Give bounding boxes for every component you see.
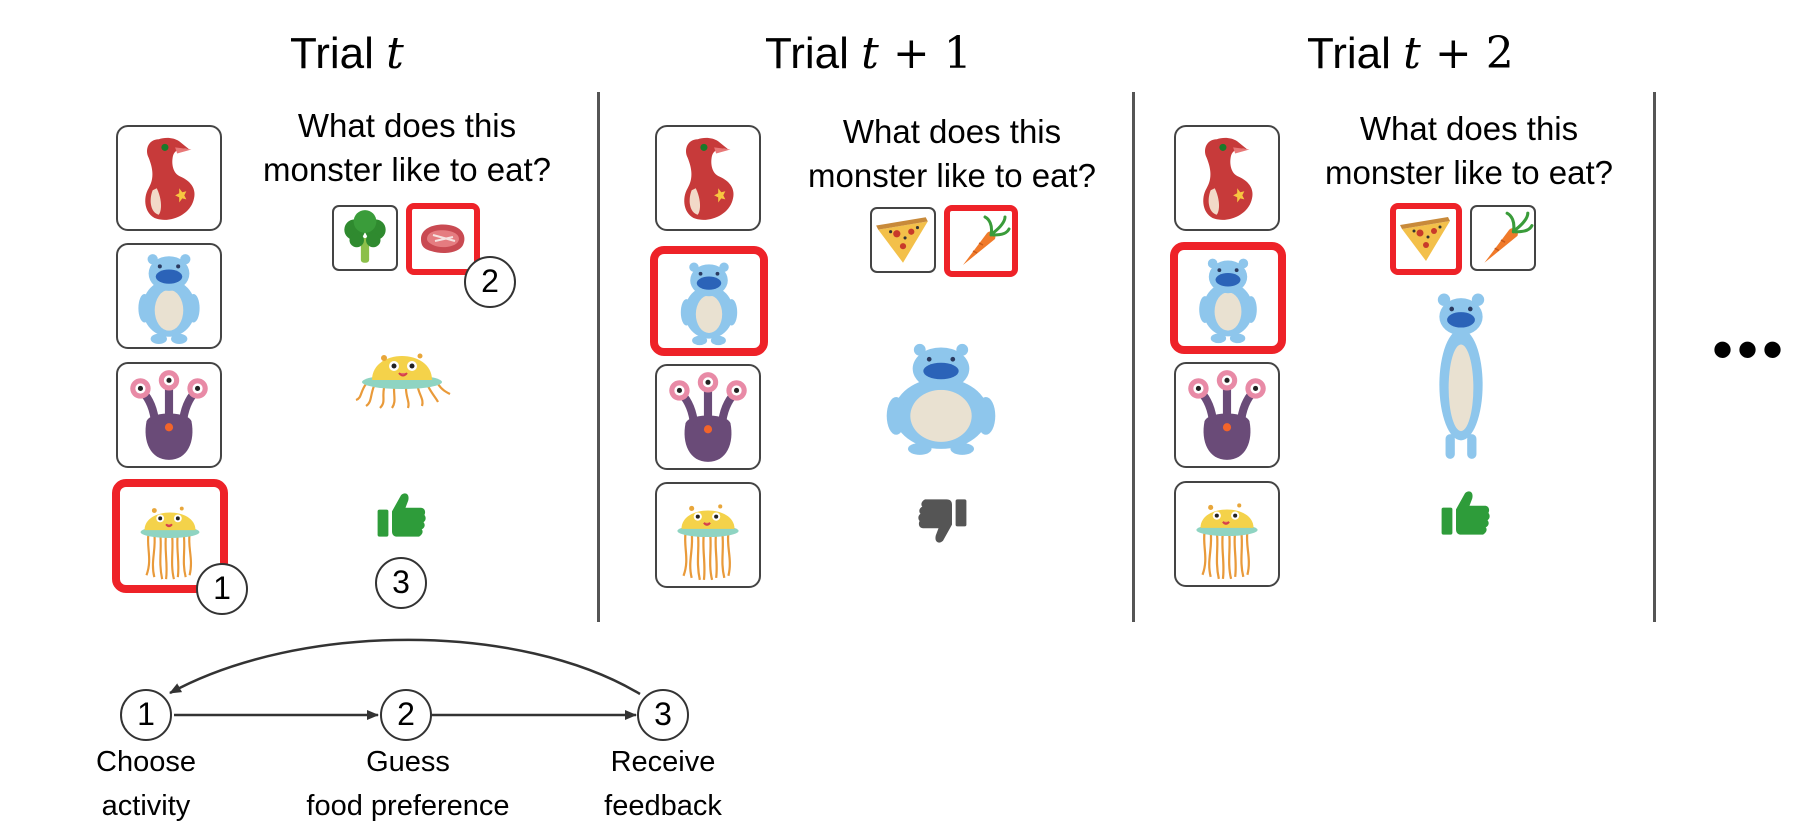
carrot-icon[interactable] (944, 205, 1018, 277)
bear-monster-icon[interactable] (116, 243, 222, 349)
step-number-3: 3 (375, 557, 427, 609)
divider (597, 92, 600, 622)
step-number-1: 1 (196, 563, 248, 615)
steak-icon[interactable] (406, 203, 480, 275)
trial-title-1: Trial t (290, 28, 404, 79)
jellyfish-monster-icon (352, 340, 452, 410)
eyestalk-monster-icon[interactable] (116, 362, 222, 468)
jellyfish-monster-icon[interactable] (655, 482, 761, 588)
step-number-3: 3 (637, 689, 689, 741)
bear-monster-icon[interactable] (650, 246, 768, 356)
bird-monster-icon[interactable] (116, 125, 222, 231)
carrot-icon[interactable] (1470, 205, 1536, 271)
bear-monster-icon[interactable] (1170, 242, 1286, 354)
broccoli-icon[interactable] (332, 205, 398, 271)
bear-monster-icon (886, 343, 996, 455)
step-number-1: 1 (120, 689, 172, 741)
step-number-2: 2 (380, 689, 432, 741)
pizza-icon[interactable] (870, 207, 936, 273)
pizza-icon[interactable] (1390, 203, 1462, 275)
jellyfish-monster-icon[interactable] (1174, 481, 1280, 587)
step-number-2: 2 (464, 256, 516, 308)
bird-monster-icon[interactable] (655, 125, 761, 231)
eyestalk-monster-icon[interactable] (655, 364, 761, 470)
eyestalk-monster-icon[interactable] (1174, 362, 1280, 468)
trial-title-3: Trial t + 2 (1307, 28, 1514, 79)
thumbs-up-icon (374, 488, 428, 542)
ellipsis: ••• (1712, 316, 1788, 383)
thumbs-down-icon (916, 494, 970, 548)
jellyfish-monster-icon[interactable] (112, 479, 228, 593)
divider (1132, 92, 1135, 622)
bird-monster-icon[interactable] (1174, 125, 1280, 231)
bear-monster-icon (1437, 293, 1485, 459)
trial-title-2: Trial t + 1 (765, 28, 972, 79)
thumbs-up-icon (1438, 486, 1492, 540)
divider (1653, 92, 1656, 622)
step-flow-arrows (169, 638, 641, 720)
